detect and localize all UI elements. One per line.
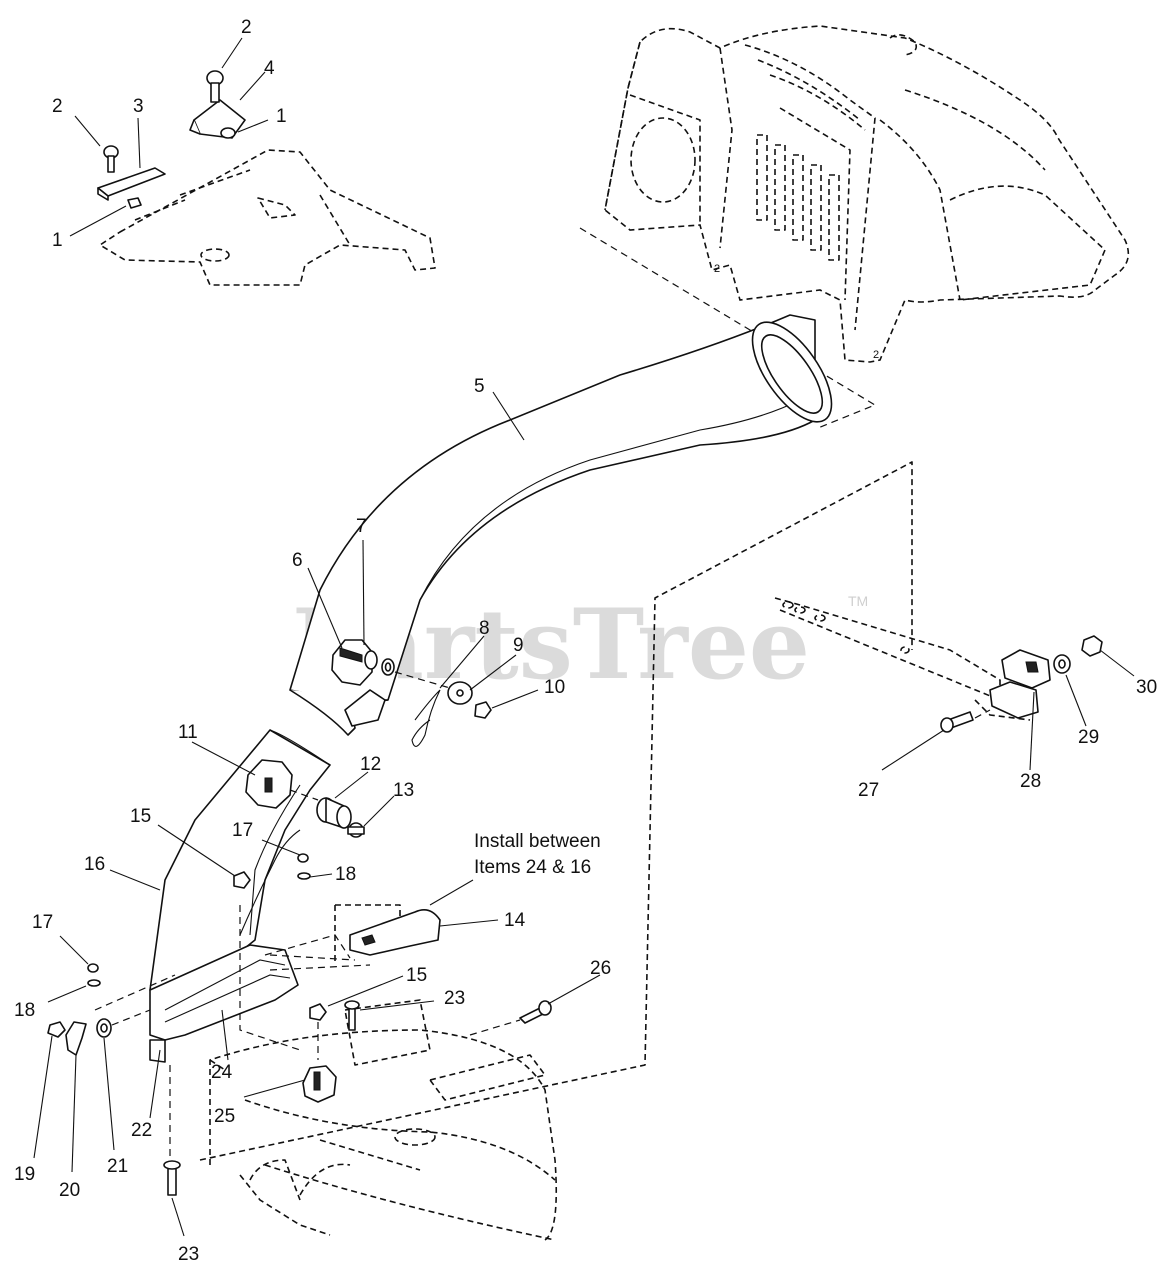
callout-27: 27 <box>858 780 879 801</box>
callout-8: 8 <box>479 618 490 639</box>
right-side-bracket <box>774 597 1103 733</box>
callout-13: 13 <box>393 780 414 801</box>
callout-23-lower: 23 <box>178 1244 199 1265</box>
callout-5: 5 <box>474 376 485 397</box>
callout-1-lower: 1 <box>52 230 63 251</box>
svg-text:2: 2 <box>714 263 720 275</box>
callout-1-upper: 1 <box>276 106 287 127</box>
callout-22: 22 <box>131 1120 152 1141</box>
callout-29: 29 <box>1078 727 1099 748</box>
svg-text:2: 2 <box>873 349 879 361</box>
callout-17-lower: 17 <box>32 912 53 933</box>
callout-15-lower: 15 <box>406 965 427 986</box>
deflector-assembly <box>47 729 441 1196</box>
callout-6: 6 <box>292 550 303 571</box>
callout-18-lower: 18 <box>14 1000 35 1021</box>
tube-hardware <box>339 647 492 747</box>
callout-3: 3 <box>133 96 144 117</box>
callout-14: 14 <box>504 910 526 931</box>
callout-24: 24 <box>211 1062 233 1083</box>
callout-2-top: 2 <box>241 17 252 38</box>
callout-15-upper: 15 <box>130 806 151 827</box>
callout-4: 4 <box>264 58 275 79</box>
callout-10: 10 <box>544 677 565 698</box>
leader-lines <box>33 37 1135 1237</box>
callout-30: 30 <box>1136 677 1157 698</box>
blade-housing <box>199 461 913 1241</box>
callout-11: 11 <box>178 722 198 743</box>
callout-16: 16 <box>84 854 105 875</box>
callout-19: 19 <box>14 1164 35 1185</box>
callout-7: 7 <box>356 516 367 537</box>
watermark-trademark: TM <box>848 593 868 609</box>
callout-28: 28 <box>1020 771 1041 792</box>
callout-18-upper: 18 <box>335 864 356 885</box>
callout-21: 21 <box>107 1156 128 1177</box>
install-note-line-2: Items 24 & 16 <box>474 857 591 878</box>
install-note: Install between Items 24 & 16 <box>474 831 601 878</box>
callout-9: 9 <box>513 635 524 656</box>
callout-20: 20 <box>59 1180 80 1201</box>
callout-12: 12 <box>360 754 381 775</box>
discharge-tube <box>289 314 833 736</box>
callout-17-upper: 17 <box>232 820 253 841</box>
callout-25: 25 <box>214 1106 235 1127</box>
install-note-line-1: Install between <box>474 831 601 852</box>
callout-23-upper: 23 <box>444 988 465 1009</box>
callout-26: 26 <box>590 958 611 979</box>
callout-labels: 2 4 2 3 1 1 5 7 6 8 9 10 11 12 13 15 17 … <box>14 17 1157 1265</box>
callout-2-left: 2 <box>52 96 63 117</box>
engine-housing: 2 2 <box>604 25 1130 363</box>
top-left-bracket-assembly <box>97 70 436 286</box>
